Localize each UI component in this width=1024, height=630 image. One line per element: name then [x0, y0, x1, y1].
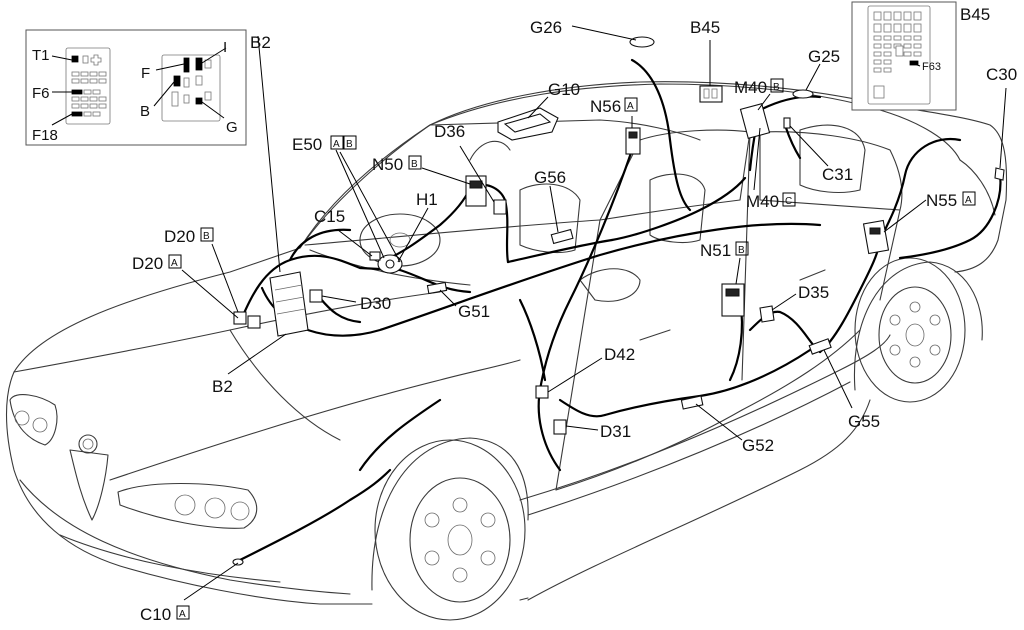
- label-g56: G56: [534, 168, 566, 187]
- label-b: B: [140, 103, 150, 120]
- component-m40b: [739, 102, 771, 140]
- component-g25: [792, 89, 814, 99]
- component-g56: [550, 228, 574, 245]
- suffix-box-d20a: [168, 254, 182, 269]
- label-d30: D30: [360, 294, 391, 313]
- suffix-box-n50: [408, 155, 422, 170]
- car-body: [6, 81, 1008, 621]
- fuse-grid-left: [71, 54, 107, 117]
- label-f18: F18: [32, 127, 58, 144]
- component-g10: [497, 107, 559, 141]
- label-i: I: [223, 39, 227, 56]
- component-n50: [465, 175, 487, 207]
- label-n51-suffix: B: [738, 245, 745, 256]
- relay-grid-right: [171, 57, 212, 107]
- component-n56: [625, 127, 641, 155]
- component-b45-top: [699, 85, 723, 103]
- component-h1: [377, 254, 403, 274]
- component-d36: [493, 199, 507, 215]
- label-d20a: D20: [132, 254, 163, 273]
- label-d35: D35: [798, 283, 829, 302]
- component-c30: [994, 167, 1005, 181]
- label-d20b: D20: [164, 227, 195, 246]
- leader-lines: [181, 25, 1007, 601]
- suffix-box-m40c: [782, 192, 796, 207]
- component-d30: [309, 289, 323, 303]
- label-c30: C30: [986, 65, 1017, 84]
- suffix-box-n56: [624, 97, 638, 112]
- label-f6: F6: [32, 85, 50, 102]
- label-g55: G55: [848, 412, 880, 431]
- component-d31: [553, 419, 567, 435]
- label-n50-suffix: B: [411, 159, 418, 170]
- label-n55-suffix: A: [965, 195, 972, 206]
- component-c10: [232, 558, 244, 566]
- label-t1: T1: [32, 47, 50, 64]
- component-n55: [862, 219, 890, 255]
- label-n55: N55: [926, 191, 957, 210]
- wiring-harness: [238, 58, 1002, 562]
- label-f: F: [141, 65, 150, 82]
- label-g26: G26: [530, 18, 562, 37]
- label-g25: G25: [808, 47, 840, 66]
- suffix-box-m40b: [770, 78, 784, 93]
- component-d42: [535, 385, 549, 399]
- label-n56: N56: [590, 97, 621, 116]
- label-g52: G52: [742, 436, 774, 455]
- label-b2-inset: B2: [250, 33, 271, 52]
- label-n51: N51: [700, 241, 731, 260]
- component-c31: [783, 117, 791, 129]
- label-c10: C10: [140, 605, 171, 624]
- label-f63: F63: [922, 61, 941, 73]
- label-b2: B2: [212, 377, 233, 396]
- label-n50: N50: [372, 155, 403, 174]
- label-e50-suffix-b: B: [346, 139, 353, 150]
- suffix-box-d20b: [200, 227, 214, 242]
- component-d20: [233, 311, 261, 329]
- label-d20b-suffix: B: [203, 231, 210, 242]
- label-m40c-suffix: C: [785, 196, 792, 207]
- label-m40c: M40: [746, 192, 779, 211]
- label-c31: C31: [822, 165, 853, 184]
- component-c15: [369, 251, 381, 261]
- label-n56-suffix: A: [627, 101, 634, 112]
- label-d20a-suffix: A: [171, 258, 178, 269]
- suffix-box-e50-a: [330, 135, 344, 150]
- label-m40b-suffix: B: [773, 82, 780, 93]
- suffix-box-n55: [962, 191, 976, 206]
- suffix-box-n51: [735, 241, 749, 256]
- fuse-grid-b45: [873, 11, 922, 99]
- label-g10: G10: [548, 80, 580, 99]
- label-d31: D31: [600, 422, 631, 441]
- label-g51: G51: [458, 302, 490, 321]
- inset-b45-fusebox: [851, 1, 957, 111]
- label-m40b: M40: [734, 78, 767, 97]
- label-g: G: [226, 119, 238, 136]
- label-b45-inset: B45: [960, 5, 990, 24]
- component-d35: [759, 305, 775, 323]
- label-d42: D42: [604, 345, 635, 364]
- label-c10-suffix: A: [179, 609, 186, 620]
- label-b45-top: B45: [690, 18, 720, 37]
- label-c15: C15: [314, 207, 345, 226]
- inset-b2-fusebox: [25, 29, 247, 146]
- suffix-box-e50-b: [343, 135, 357, 150]
- label-e50-suffix-a: A: [333, 139, 340, 150]
- component-g26: [629, 36, 655, 48]
- component-n51: [721, 283, 745, 317]
- labels: G26 B45 B45 G10 N56 A M40 B G25 C30 F63 …: [32, 5, 1017, 624]
- label-h1: H1: [416, 190, 438, 209]
- component-g51: [426, 281, 448, 295]
- component-b2: [269, 271, 309, 337]
- label-e50: E50: [292, 135, 322, 154]
- suffix-box-c10: [176, 605, 190, 620]
- label-d36: D36: [434, 122, 465, 141]
- component-g55: [808, 338, 832, 355]
